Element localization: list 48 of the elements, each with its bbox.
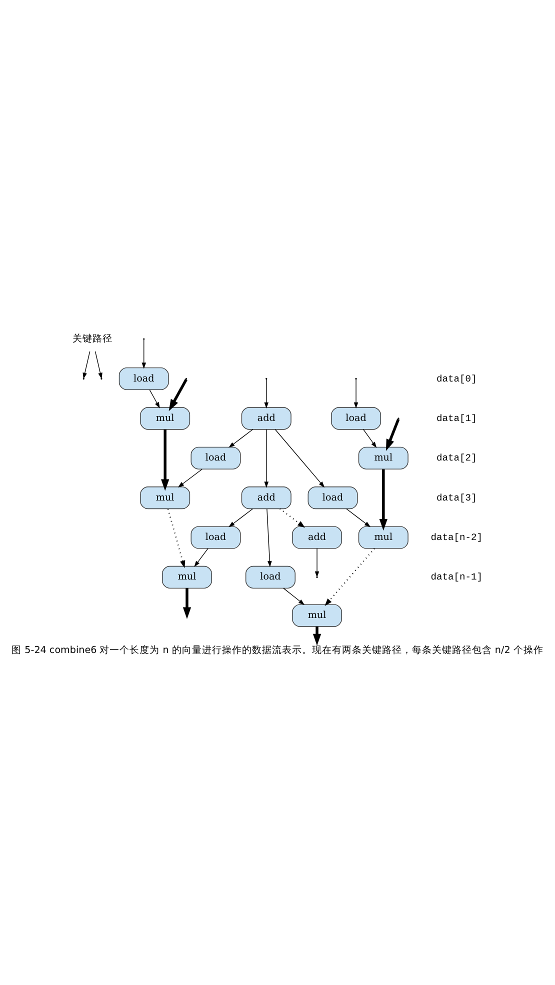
node-box: load bbox=[246, 566, 296, 588]
arrow bbox=[324, 548, 375, 606]
arrow bbox=[168, 378, 188, 412]
arrow bbox=[264, 429, 269, 488]
node-box: mul bbox=[292, 604, 342, 627]
node-box: add bbox=[292, 526, 342, 549]
node-box: load bbox=[118, 367, 169, 390]
arrow bbox=[346, 508, 371, 528]
label: data[n-1] bbox=[430, 572, 482, 583]
arrow bbox=[94, 351, 102, 380]
arrow bbox=[363, 429, 377, 448]
label: data[0] bbox=[436, 373, 477, 384]
arrow bbox=[266, 508, 272, 568]
arrow bbox=[283, 588, 305, 605]
arrow bbox=[386, 418, 400, 451]
arrow bbox=[82, 351, 90, 380]
arrow bbox=[354, 379, 358, 408]
label: data[1] bbox=[436, 412, 477, 424]
arrow bbox=[264, 379, 269, 408]
arrow bbox=[379, 469, 388, 531]
label: data[2] bbox=[436, 452, 477, 464]
node-box: load bbox=[331, 407, 381, 430]
node-box: mul bbox=[140, 486, 190, 510]
node-box: load bbox=[190, 446, 241, 470]
node-box: mul bbox=[162, 566, 212, 588]
arrow bbox=[228, 429, 254, 448]
arrow bbox=[280, 508, 306, 528]
node-box: load bbox=[308, 486, 358, 510]
arrow bbox=[182, 588, 192, 619]
node-box: load bbox=[190, 526, 241, 549]
arrow bbox=[167, 508, 186, 568]
caption: 图 5-24 combine6 对一个长度为 n 的向量进行操作的数据流表示。现在有两条关键路径，每条关键路径包含 n/2 个操作 bbox=[12, 644, 544, 656]
arrow bbox=[161, 430, 170, 491]
node-text: 关键路径 bbox=[72, 334, 113, 345]
node-box: mul bbox=[358, 446, 408, 470]
arrow bbox=[178, 468, 202, 488]
arrow bbox=[142, 340, 146, 369]
label: data[3] bbox=[436, 492, 477, 504]
arrow bbox=[194, 548, 208, 568]
arrow bbox=[274, 429, 325, 488]
node-box: add bbox=[241, 407, 292, 430]
node-box: mul bbox=[140, 407, 190, 430]
arrow bbox=[149, 389, 160, 408]
arrow bbox=[228, 508, 254, 528]
node-box: mul bbox=[358, 526, 408, 549]
node-box: add bbox=[241, 486, 292, 510]
label: data[n-2] bbox=[430, 532, 482, 544]
arrow bbox=[312, 626, 322, 646]
